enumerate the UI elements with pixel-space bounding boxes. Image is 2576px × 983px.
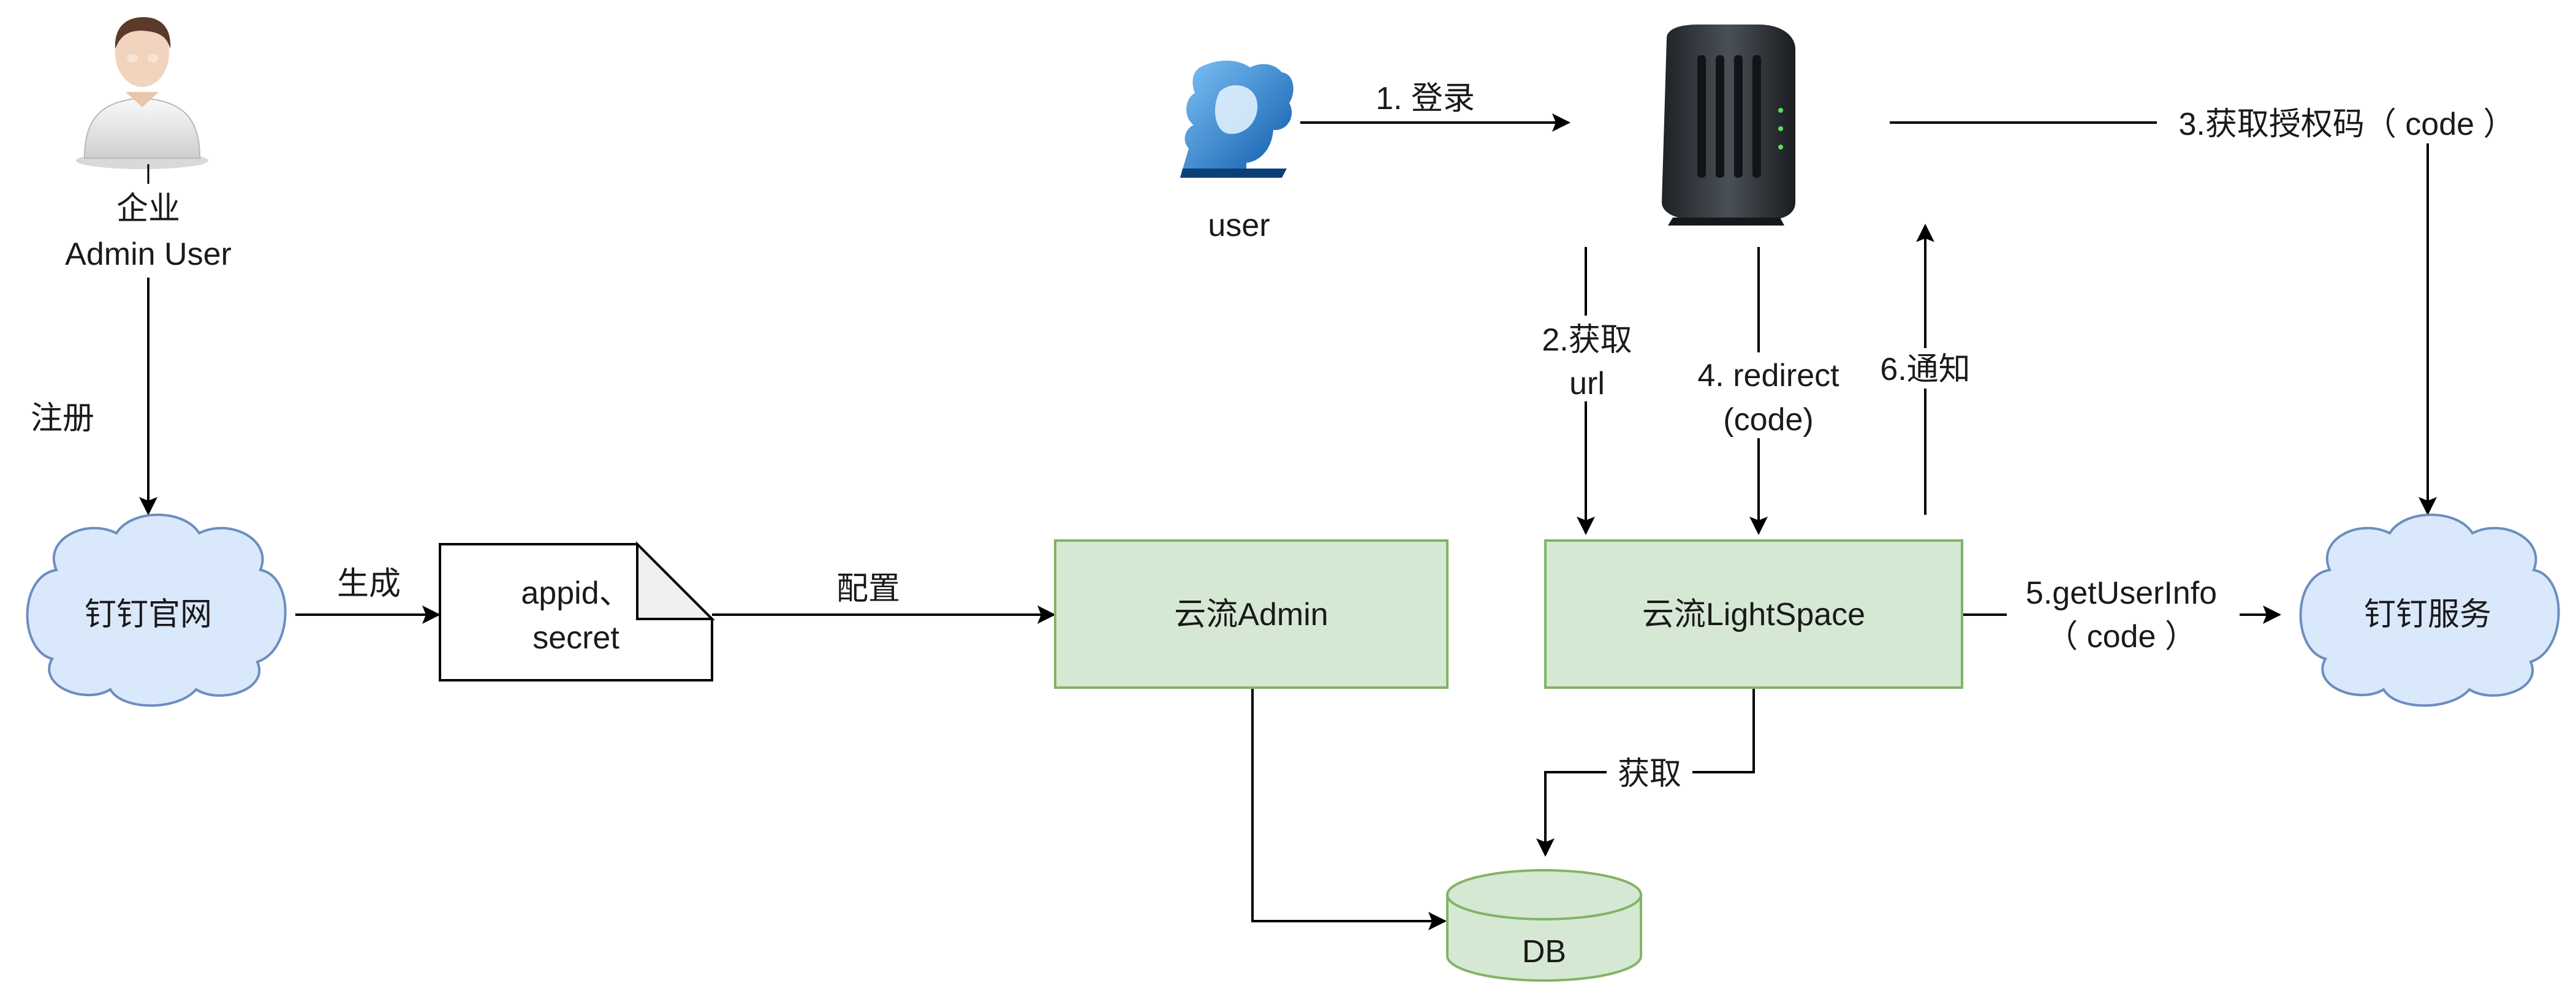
modem-icon — [1662, 25, 1795, 226]
yunliu-admin-box: 云流Admin — [1054, 539, 1449, 689]
label-login: 1. 登录 — [1376, 81, 1475, 116]
edge-get-auth-code — [1890, 121, 2437, 515]
yunliu-lightspace-label: 云流LightSpace — [1642, 597, 1865, 632]
appid-secret-document: appid、 secret — [439, 541, 715, 681]
user-node: user — [1180, 60, 1294, 243]
dingtalk-site-cloud: 钉钉官网 — [26, 514, 287, 707]
user-label: user — [1208, 208, 1270, 243]
dingtalk-service-label: 钉钉服务 — [2364, 597, 2491, 632]
yunliu-lightspace-box: 云流LightSpace — [1544, 539, 1963, 689]
label-generate: 生成 — [337, 566, 401, 602]
label-redirect-2: (code) — [1723, 402, 1813, 438]
label-configure: 配置 — [836, 571, 900, 607]
label-get-auth-code: 3.获取授权码（ code ） — [2178, 107, 2515, 142]
dingtalk-site-label: 钉钉官网 — [85, 597, 212, 632]
label-redirect-1: 4. redirect — [1697, 358, 1839, 393]
person-icon — [76, 17, 208, 169]
label-get-url-2: url — [1569, 366, 1605, 401]
yunliu-admin-label: 云流Admin — [1174, 597, 1328, 632]
label-get-user-info-2: （ code ） — [2046, 619, 2197, 655]
label-notify: 6.通知 — [1880, 352, 1970, 387]
label-fetch: 获取 — [1618, 756, 1681, 792]
admin-user-label-1: 企业 — [116, 191, 180, 227]
device-node — [1662, 25, 1795, 226]
user-icon — [1180, 60, 1294, 178]
dingtalk-service-cloud: 钉钉服务 — [2299, 514, 2560, 707]
db-cylinder: DB — [1446, 869, 1642, 982]
secret-label: secret — [532, 620, 619, 656]
label-get-user-info-1: 5.getUserInfo — [2026, 575, 2217, 611]
admin-user-label-2: Admin User — [65, 237, 232, 272]
db-label: DB — [1522, 934, 1566, 970]
edge-admin-db — [1251, 688, 1447, 930]
admin-user-node: 企业 Admin User — [43, 17, 251, 275]
edge-labels: 注册 生成 配置 1. 登录 2.获取 url 3.获取授权码（ code ） … — [31, 81, 2537, 793]
label-get-url-1: 2.获取 — [1542, 322, 1632, 358]
edges — [139, 113, 2437, 930]
appid-label: appid、 — [521, 575, 631, 611]
label-register: 注册 — [31, 401, 94, 436]
